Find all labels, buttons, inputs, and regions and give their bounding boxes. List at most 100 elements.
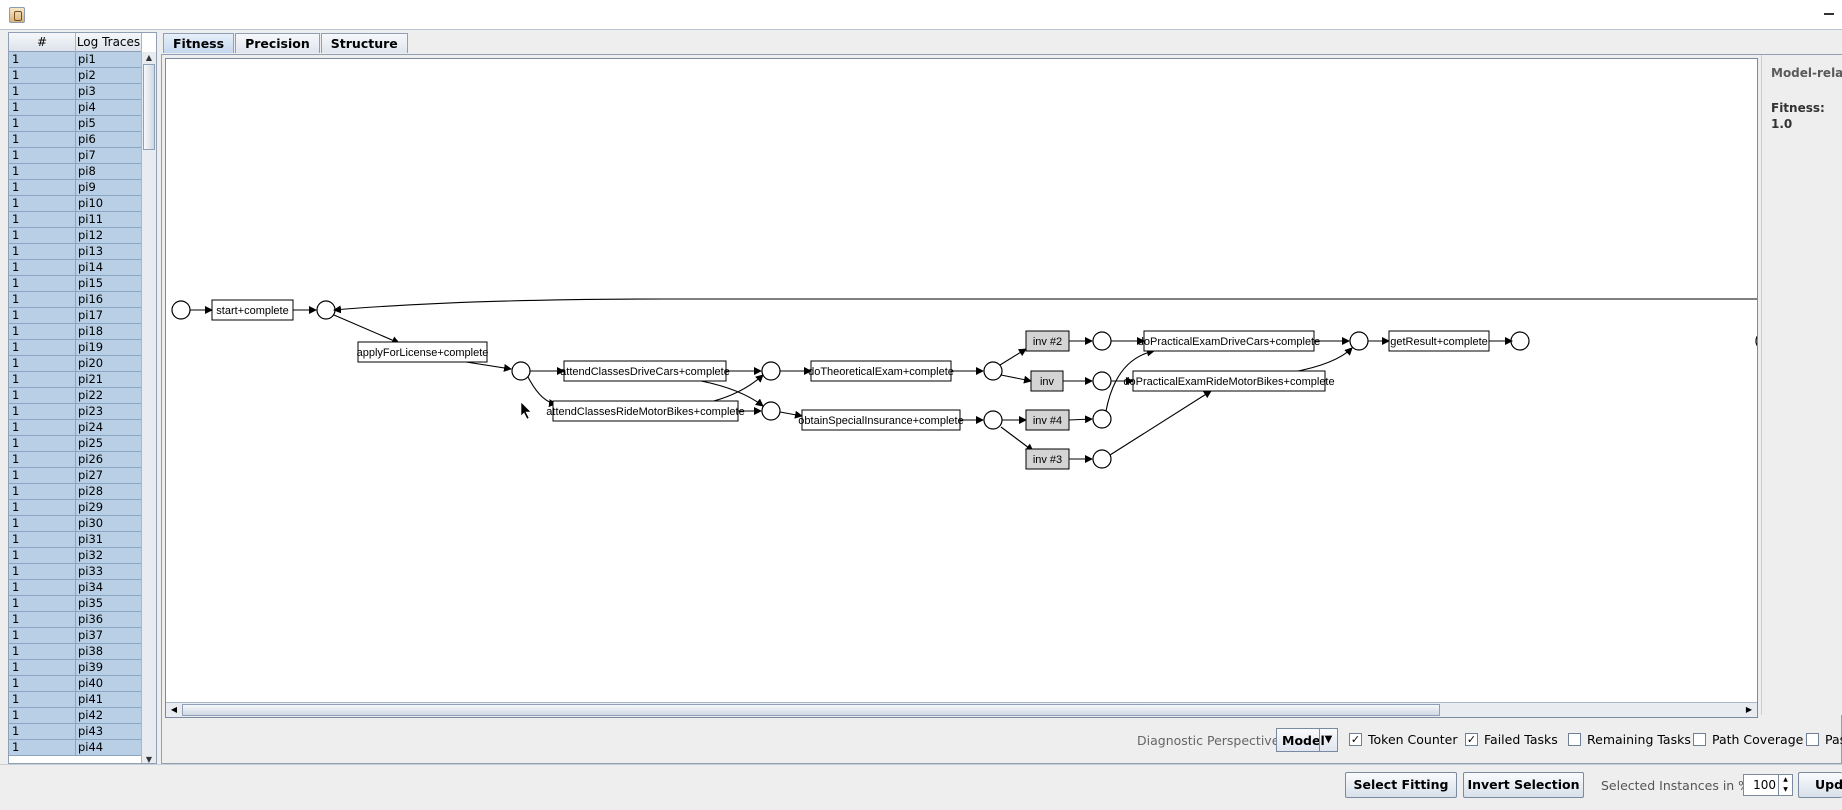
place-p12[interactable] (1510, 331, 1530, 351)
place-p8[interactable] (1092, 371, 1112, 391)
remaining-tasks-option[interactable]: Remaining Tasks (1568, 732, 1691, 747)
transition-get-result[interactable]: getResult+complete (1388, 330, 1490, 352)
remaining-tasks-checkbox[interactable] (1568, 733, 1581, 746)
petri-net-canvas[interactable]: start+complete applyForLicense+complete … (165, 58, 1758, 718)
scroll-right-icon[interactable]: ▶ (1745, 705, 1753, 714)
invert-selection-button[interactable]: Invert Selection (1463, 772, 1584, 798)
scroll-up-icon[interactable]: ▲ (145, 53, 153, 62)
token-counter-option[interactable]: ✓ Token Counter (1349, 732, 1458, 747)
place-p2[interactable] (511, 361, 531, 381)
transition-do-practical-exam-drive-cars[interactable]: doPracticalExamDriveCars+complete (1138, 330, 1320, 352)
transition-attend-classes-drive-cars[interactable]: attendClassesDriveCars+complete (560, 360, 730, 382)
token-counter-checkbox[interactable]: ✓ (1349, 733, 1362, 746)
place-p6[interactable] (983, 410, 1003, 430)
selected-instances-spinner[interactable]: 100 ▲▼ (1743, 774, 1793, 796)
place-p5[interactable] (983, 361, 1003, 381)
transition-inv-3[interactable]: inv #3 (1025, 448, 1070, 470)
place-p1[interactable] (316, 300, 336, 320)
select-fitting-button[interactable]: Select Fitting (1345, 772, 1457, 798)
transition-start[interactable]: start+complete (211, 299, 294, 321)
transition-inv-4[interactable]: inv #4 (1025, 409, 1070, 431)
place-source[interactable] (171, 300, 191, 320)
transition-attend-classes-ride-motor-bikes[interactable]: attendClassesRideMotorBikes+complete (546, 400, 745, 422)
spinner-arrows-icon[interactable]: ▲▼ (1778, 775, 1792, 795)
place-p11[interactable] (1349, 331, 1369, 351)
tab-precision[interactable]: Precision (235, 33, 320, 53)
place-p7[interactable] (1092, 331, 1112, 351)
scroll-thumb[interactable] (143, 64, 155, 150)
failed-tasks-checkbox[interactable]: ✓ (1465, 733, 1478, 746)
scroll-down-icon[interactable]: ▼ (145, 755, 153, 764)
minimize-icon[interactable] (1824, 13, 1834, 15)
tab-structure[interactable]: Structure (320, 33, 408, 53)
scroll-thumb-horizontal[interactable] (182, 704, 1440, 716)
transition-apply-for-license[interactable]: applyForLicense+complete (357, 341, 489, 363)
tab-fitness[interactable]: Fitness (163, 33, 235, 53)
transition-inv[interactable]: inv (1030, 370, 1064, 392)
update-button[interactable]: Upda (1798, 772, 1842, 798)
trace-scrollbar[interactable]: ▲ ▼ (141, 52, 156, 764)
path-coverage-checkbox[interactable] (1693, 733, 1706, 746)
horizontal-scrollbar[interactable]: ◀ ▶ (166, 702, 1757, 717)
column-header-number[interactable]: # (9, 33, 76, 52)
place-p10[interactable] (1092, 449, 1112, 469)
place-p9[interactable] (1092, 409, 1112, 429)
transition-obtain-special-insurance[interactable]: obtainSpecialInsurance+complete (798, 409, 964, 431)
place-p4[interactable] (761, 401, 781, 421)
chevron-down-icon[interactable]: ▼ (1319, 729, 1337, 751)
place-sink[interactable] (1755, 332, 1758, 350)
scroll-left-icon[interactable]: ◀ (170, 705, 178, 714)
transition-inv-2[interactable]: inv #2 (1025, 330, 1070, 352)
passed-option[interactable]: Pas (1806, 732, 1842, 747)
transition-do-practical-exam-ride-motor-bikes[interactable]: doPracticalExamRideMotorBikes+complete (1123, 370, 1335, 392)
path-coverage-option[interactable]: Path Coverage (1693, 732, 1803, 747)
transition-do-theoretical-exam[interactable]: doTheoreticalExam+complete (808, 360, 954, 382)
passed-checkbox[interactable] (1806, 733, 1819, 746)
perspective-select[interactable]: Model ▼ (1276, 728, 1338, 752)
